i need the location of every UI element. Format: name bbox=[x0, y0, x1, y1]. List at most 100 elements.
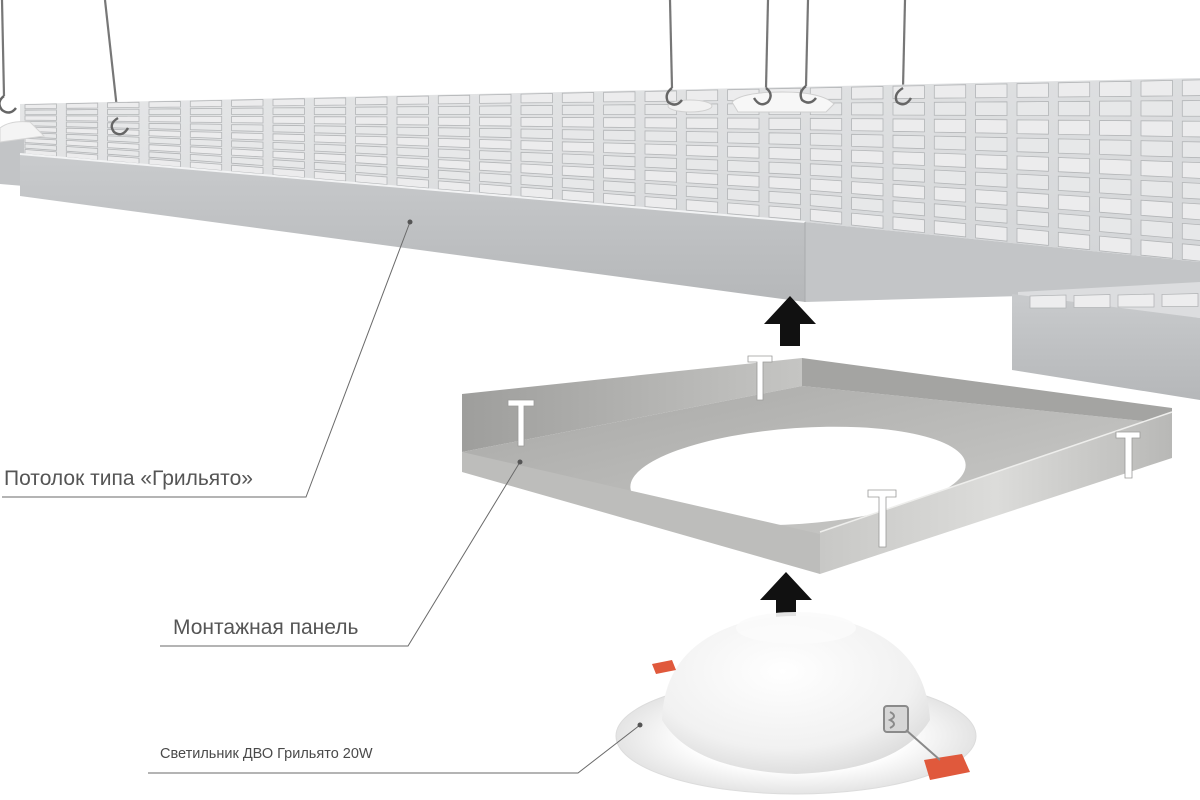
grid-cell bbox=[272, 133, 305, 142]
grid-cell bbox=[892, 216, 925, 234]
grid-cell bbox=[148, 129, 181, 138]
leader-line-ceiling bbox=[2, 221, 411, 498]
grid-cell bbox=[1181, 222, 1200, 243]
grid-cell bbox=[809, 117, 843, 131]
grid-cell bbox=[24, 109, 57, 115]
grid-cell bbox=[809, 178, 843, 194]
grid-cell bbox=[809, 193, 843, 209]
grid-cell bbox=[1099, 100, 1132, 117]
panel-right-back-wall bbox=[802, 358, 1172, 424]
grid-cell bbox=[479, 150, 512, 162]
grid-cell bbox=[975, 189, 1008, 206]
spring-clip-icon bbox=[652, 660, 676, 674]
grid-cell bbox=[437, 105, 471, 115]
grid-cell bbox=[1161, 293, 1199, 307]
grid-cell bbox=[65, 139, 99, 148]
grid-cell bbox=[272, 124, 305, 133]
hanger-hook-icon bbox=[665, 87, 683, 106]
grid-cell bbox=[107, 142, 140, 150]
grid-cell bbox=[355, 154, 388, 166]
grid-cell bbox=[313, 125, 347, 134]
grid-cell bbox=[231, 124, 264, 132]
grid-cell bbox=[809, 148, 843, 163]
grid-cell bbox=[685, 199, 719, 214]
grid-cell bbox=[644, 143, 677, 156]
panel-back-wall bbox=[462, 358, 802, 452]
grid-cell bbox=[520, 104, 553, 115]
grid-cell bbox=[520, 151, 553, 164]
grid-cell bbox=[189, 138, 223, 147]
grid-cell bbox=[355, 164, 388, 176]
grid-cell bbox=[1016, 101, 1049, 117]
grid-cell bbox=[603, 155, 636, 168]
grid-cell bbox=[479, 161, 512, 173]
grid-cell bbox=[313, 116, 347, 125]
grid-cell bbox=[809, 132, 843, 147]
grid-cell bbox=[1099, 139, 1132, 156]
grid-cell bbox=[644, 169, 677, 183]
grid-cell bbox=[933, 152, 967, 168]
grid-cell bbox=[1140, 239, 1173, 259]
grid-cell bbox=[65, 133, 99, 141]
grid-cell bbox=[1181, 79, 1200, 97]
grid-cell bbox=[561, 129, 595, 141]
grid-cell bbox=[355, 174, 388, 186]
grid-cell bbox=[231, 148, 264, 158]
grid-cell bbox=[437, 127, 471, 138]
grid-cell bbox=[1181, 141, 1200, 159]
grid-cell bbox=[603, 167, 636, 181]
grid-cell bbox=[1057, 138, 1091, 155]
grid-cell bbox=[437, 116, 471, 127]
grid-cell bbox=[933, 220, 967, 238]
grid-cell bbox=[561, 189, 595, 203]
luminaire-label: Светильник ДВО Грильято 20W bbox=[160, 746, 373, 762]
hanger-hook-icon bbox=[752, 87, 772, 106]
t-slot-icon bbox=[1115, 431, 1141, 479]
grid-cell bbox=[851, 149, 884, 164]
grid-cell bbox=[561, 165, 595, 178]
grid-cell bbox=[1099, 120, 1132, 137]
grid-cell bbox=[603, 192, 636, 207]
grid-cell bbox=[355, 106, 388, 115]
grid-cell bbox=[1181, 182, 1200, 201]
grid-cell bbox=[975, 171, 1008, 188]
grid-cell bbox=[148, 137, 181, 145]
grid-cell bbox=[1181, 120, 1200, 138]
grid-cell bbox=[355, 135, 388, 146]
grid-cell bbox=[1016, 155, 1049, 172]
grid-cell bbox=[1016, 82, 1049, 98]
grid-cell bbox=[975, 206, 1008, 224]
grid-cell bbox=[437, 94, 471, 105]
grid-cell bbox=[437, 159, 471, 171]
grid-cell bbox=[520, 175, 553, 188]
grid-cell bbox=[65, 146, 99, 154]
t-slot-icon bbox=[507, 399, 535, 447]
grid-cell bbox=[65, 115, 99, 122]
grid-cell bbox=[1016, 227, 1049, 246]
spring-clip-icon bbox=[924, 754, 970, 780]
grid-cell bbox=[768, 117, 801, 131]
panel-front-left-wall bbox=[462, 452, 820, 574]
grid-cell bbox=[107, 135, 140, 143]
grid-cell bbox=[107, 122, 140, 129]
grid-cell bbox=[851, 102, 884, 116]
grid-cell bbox=[1057, 81, 1091, 98]
grid-cell bbox=[644, 117, 677, 129]
grid-cell bbox=[727, 188, 760, 203]
grid-cell bbox=[1140, 79, 1173, 97]
grid-cell bbox=[148, 108, 181, 115]
grid-cell bbox=[396, 106, 429, 115]
luminaire-dome bbox=[662, 616, 930, 774]
grid-cell bbox=[561, 153, 595, 166]
grid-cell bbox=[520, 140, 553, 152]
grid-cell bbox=[355, 145, 388, 156]
grid-cell bbox=[520, 186, 553, 200]
grid-cell bbox=[272, 150, 305, 160]
ceiling-right-face bbox=[805, 222, 1200, 302]
grid-cell bbox=[685, 144, 719, 158]
grid-cell bbox=[851, 181, 884, 197]
grid-cell bbox=[851, 118, 884, 132]
grid-cell bbox=[727, 145, 760, 159]
grid-cell bbox=[24, 103, 57, 110]
